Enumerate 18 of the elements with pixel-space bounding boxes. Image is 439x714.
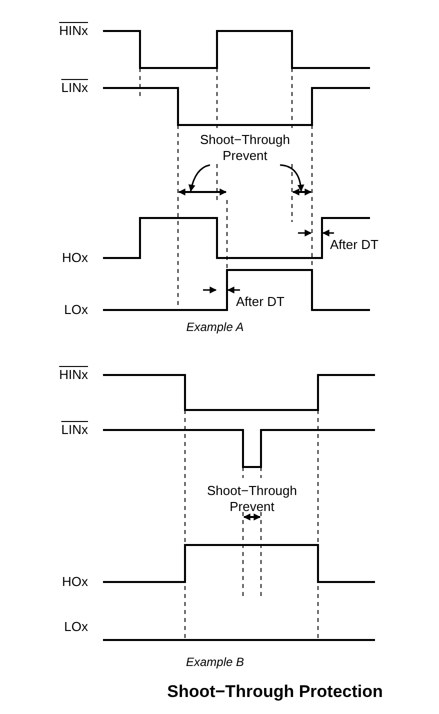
signal-label: LINx [61,80,88,96]
annotation-text: After DT [330,237,378,253]
caption: Shoot−Through Protection [167,682,383,702]
annotation-text: After DT [236,294,284,310]
signal-label: LOx [64,302,88,318]
signal-label: LOx [64,619,88,635]
dimension-line [178,188,227,196]
signal-label: LINx [61,422,88,438]
example-caption: Example B [186,654,244,670]
signal-label: HOx [62,574,88,590]
leader-line [280,164,304,192]
signal-label: HINx [59,367,88,383]
leader-line [188,164,210,192]
dimension-line [292,188,312,196]
annotation-text: Shoot−Through Prevent [206,483,298,515]
example-caption: Example A [186,319,244,335]
signal-label: HINx [59,23,88,39]
signal-label: HOx [62,250,88,266]
